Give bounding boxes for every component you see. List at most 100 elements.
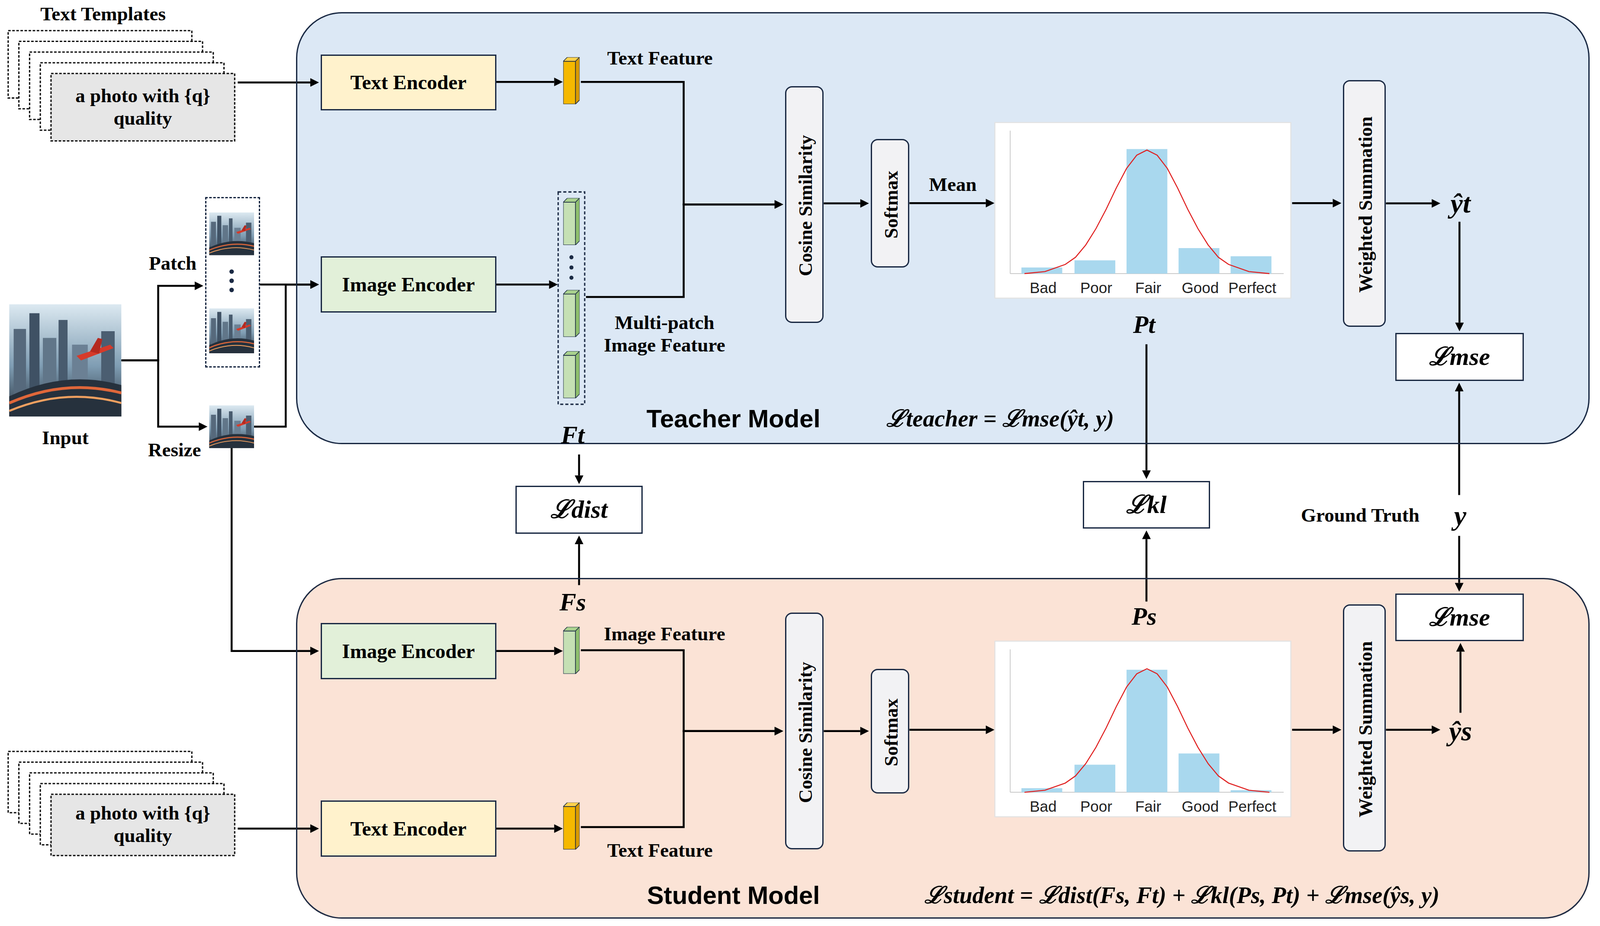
student-model-band: Student Model ℒstudent = ℒdist(Fs, Ft) + … <box>296 577 1591 919</box>
prediction-symbol: ŷs <box>1442 712 1479 750</box>
resized-image: Resize <box>209 405 255 448</box>
arrow-connector <box>823 202 860 205</box>
arrow-connector <box>1292 202 1333 205</box>
axis-tick-label: Good <box>1169 276 1231 300</box>
label-text: Multi-patch Image Feature <box>592 311 736 357</box>
arrow-connector <box>1386 728 1433 731</box>
vertical-label: Cosine Similarity <box>786 613 826 851</box>
vertical-label: Softmax <box>872 669 912 795</box>
loss-formula: ℒteacher = ℒmse(ŷt, y) <box>860 401 1140 436</box>
text-feature: Text Feature <box>564 58 581 106</box>
kl-loss-box: ℒkl <box>1082 480 1211 529</box>
arrow-connector <box>496 827 555 830</box>
weighted-summation-box: Weighted Summation <box>1342 604 1386 852</box>
loss-label: ℒmse <box>1396 594 1523 641</box>
arrow-connector <box>237 827 311 830</box>
loss-label: ℒkl <box>1084 482 1210 528</box>
template-stack: a photo with {q} quality <box>5 747 239 856</box>
text-encoder: Text Encoder <box>320 800 497 857</box>
weighted-summation-box: Weighted Summation <box>1342 80 1386 328</box>
template-stack: Text Templates a photo with {q} quality <box>5 2 239 143</box>
loss-label: Ps <box>1118 601 1170 632</box>
band-fill <box>296 12 1591 919</box>
loss-label: ℒdist <box>516 486 642 533</box>
text-encoder: Text Encoder <box>320 54 497 111</box>
loss-label: Ft <box>547 419 599 451</box>
axis-tick-label: Poor <box>1065 276 1127 300</box>
arrow-connector <box>909 202 986 205</box>
ground-truth: Ground Truthy <box>1294 495 1475 536</box>
distill-loss-box: ℒdist <box>515 485 644 534</box>
box-label: Image Encoder <box>321 257 496 312</box>
loss-label: Fs <box>547 588 599 617</box>
loss-label: ℒmse <box>1396 334 1523 380</box>
arrow-connector <box>1145 538 1148 602</box>
math-symbol: ŷs <box>1442 712 1479 750</box>
arrow-connector <box>121 285 195 361</box>
arrow-connector <box>1458 535 1461 583</box>
prediction-symbol: ŷt <box>1442 184 1479 222</box>
arrow-connector <box>254 284 311 427</box>
arrow-connector <box>823 730 860 733</box>
arrow-connector <box>1145 344 1148 471</box>
mse-loss-box: ℒmse <box>1395 593 1524 642</box>
text-feature: Text Feature <box>564 803 581 850</box>
mse-loss-box: ℒmse <box>1395 332 1524 381</box>
label-text: Text Templates <box>25 2 181 27</box>
arrow-connector <box>1458 221 1461 323</box>
arrow-connector <box>121 360 200 427</box>
arrow-connector <box>909 728 986 731</box>
template-stack-graphic <box>8 30 235 856</box>
arrow-connector <box>585 204 775 297</box>
distribution-chart <box>994 122 1291 817</box>
teacher-model-band: Teacher Model ℒteacher = ℒmse(ŷt, y) Text … <box>296 12 1591 444</box>
patch-group: Patch <box>205 196 261 368</box>
image-encoder: Image Encoder <box>320 256 497 313</box>
math-symbol: ŷt <box>1442 184 1479 222</box>
arrow-connector <box>231 447 311 651</box>
label-text: a photo with {q} quality <box>51 73 235 142</box>
model-title: Teacher Model <box>634 401 834 436</box>
arrow-connector <box>580 650 775 731</box>
label-text: Text Feature <box>596 837 725 863</box>
axis-tick-label: Perfect <box>1221 795 1283 818</box>
vertical-label: Weighted Summation <box>1344 605 1388 853</box>
feature-vectors <box>558 57 585 850</box>
loss-formula: ℒstudent = ℒdist(Fs, Ft) + ℒkl(Ps, Pt) +… <box>860 877 1504 913</box>
vertical-label: Weighted Summation <box>1344 81 1388 329</box>
image-encoder: Image Encoder <box>320 622 497 680</box>
axis-tick-label: Poor <box>1065 795 1127 818</box>
label-text: Input <box>29 424 101 451</box>
arrow-connector <box>580 81 775 205</box>
axis-tick-label: Fair <box>1117 795 1179 818</box>
axis-tick-label: Perfect <box>1221 276 1283 300</box>
box-label: Text Encoder <box>321 55 496 110</box>
box-label: Image Encoder <box>321 624 496 678</box>
arrow-connector <box>1292 728 1333 731</box>
probability-chart: BadPoorFairGoodPerfectPt <box>996 123 1293 345</box>
probability-chart: PsBadPoorFairGoodPerfect <box>996 601 1293 818</box>
arrow-connector <box>578 454 581 476</box>
label-text: Text Feature <box>596 46 725 71</box>
arrow-connector <box>1459 651 1462 713</box>
model-title: Student Model <box>634 877 834 913</box>
photo-thumbnails <box>9 212 255 449</box>
label-text: a photo with {q} quality <box>51 793 235 855</box>
input-image: Input <box>9 304 122 417</box>
axis-tick-label: Bad <box>1012 795 1074 818</box>
arrow-connector <box>496 649 555 652</box>
cosine-similarity-box: Cosine Similarity <box>785 612 825 850</box>
softmax-box: Softmax <box>870 668 910 794</box>
axis-tick-label: Good <box>1169 795 1231 818</box>
arrow-connector <box>496 80 555 84</box>
vertical-label: Softmax <box>872 140 912 269</box>
label-text: Ground Truth <box>1294 501 1427 530</box>
axis-tick-label: Bad <box>1012 276 1074 300</box>
loss-label: Pt <box>1118 309 1170 341</box>
vertical-label: Cosine Similarity <box>786 87 826 325</box>
axis-tick-label: Fair <box>1117 276 1179 300</box>
arrow-connector <box>496 283 550 286</box>
label-text: Resize <box>143 437 205 463</box>
arrow-connector <box>580 730 775 828</box>
softmax-box: Softmax <box>870 138 910 268</box>
